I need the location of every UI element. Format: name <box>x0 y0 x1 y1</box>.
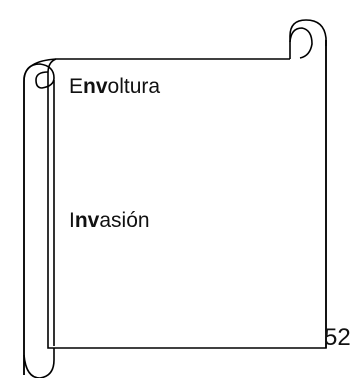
word-envoltura-pre: E <box>69 75 84 98</box>
page-number: 52 <box>324 324 351 351</box>
top-roll <box>289 19 327 59</box>
left-roll-bottom <box>23 348 55 378</box>
word-invasion-pre: I <box>69 209 75 232</box>
left-roll <box>23 63 55 89</box>
word-invasion-bold: nv <box>74 209 100 232</box>
word-invasion: Invasión <box>69 210 150 231</box>
left-roll-tube <box>23 80 55 375</box>
word-envoltura: Envoltura <box>69 76 160 97</box>
word-envoltura-post: oltura <box>107 75 161 98</box>
top-roll-inner <box>289 27 313 59</box>
word-envoltura-bold: nv <box>83 75 108 98</box>
word-invasion-post: asión <box>99 209 150 232</box>
